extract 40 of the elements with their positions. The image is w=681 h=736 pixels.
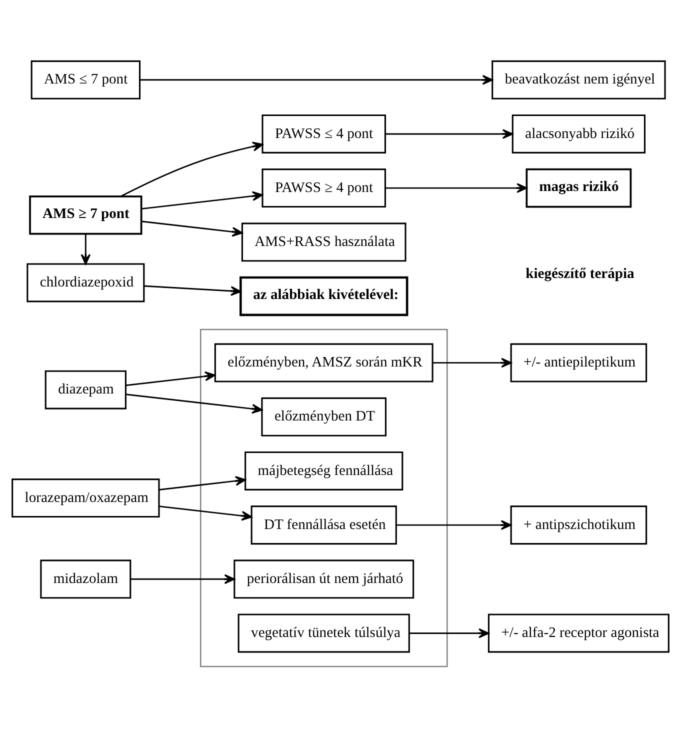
node-box: +/- alfa-2 receptor agonista <box>488 614 670 653</box>
arrow <box>141 191 263 210</box>
node-box: +/- antiepileptikum <box>510 343 648 382</box>
node-box: az alábbiak kivételével: <box>240 276 408 316</box>
arrow <box>126 371 216 386</box>
node-box: AMS ≥ 7 pont <box>29 195 142 235</box>
arrow <box>141 220 243 237</box>
arrow <box>159 506 252 521</box>
node-box: AMS+RASS használata <box>241 222 406 262</box>
node-box: midazolam <box>40 560 132 599</box>
node-box: lorazepam/oxazepam <box>12 478 160 518</box>
arrow <box>396 520 512 530</box>
node-box: PAWSS ≤ 4 pont <box>262 114 386 154</box>
arrow <box>159 476 246 490</box>
node-box: DT fennállása esetén <box>250 506 397 545</box>
arrow <box>120 142 264 197</box>
node-box: chlordiazepoxid <box>26 263 145 302</box>
node-box: + antipszichotikum <box>510 506 648 545</box>
node-box: előzményben DT <box>261 397 387 436</box>
arrow <box>385 129 514 139</box>
node-box: alacsonyabb rizikó <box>512 114 646 154</box>
arrow <box>80 234 91 265</box>
node-box: májbetegség fennállása <box>244 451 404 490</box>
arrow <box>126 394 262 414</box>
node-box: diazepam <box>44 370 126 410</box>
arrow <box>144 285 242 296</box>
cluster <box>200 328 448 668</box>
arrow <box>130 574 235 584</box>
node-box: periorálisan út nem járható <box>234 560 414 599</box>
node-box: beavatkozást nem igényel <box>492 60 666 100</box>
label: kiegészítő terápia <box>526 266 634 282</box>
node-box: előzményben, AMSZ során mKR <box>214 343 434 382</box>
arrow <box>385 183 528 193</box>
node-box: vegetatív tünetek túlsúlya <box>238 614 410 653</box>
arrow <box>409 628 490 638</box>
node-box: PAWSS ≥ 4 pont <box>262 168 386 208</box>
arrow <box>432 358 512 368</box>
node-box: AMS ≤ 7 pont <box>30 60 141 100</box>
node-box: magas rizikó <box>526 168 632 208</box>
arrow <box>140 74 493 85</box>
